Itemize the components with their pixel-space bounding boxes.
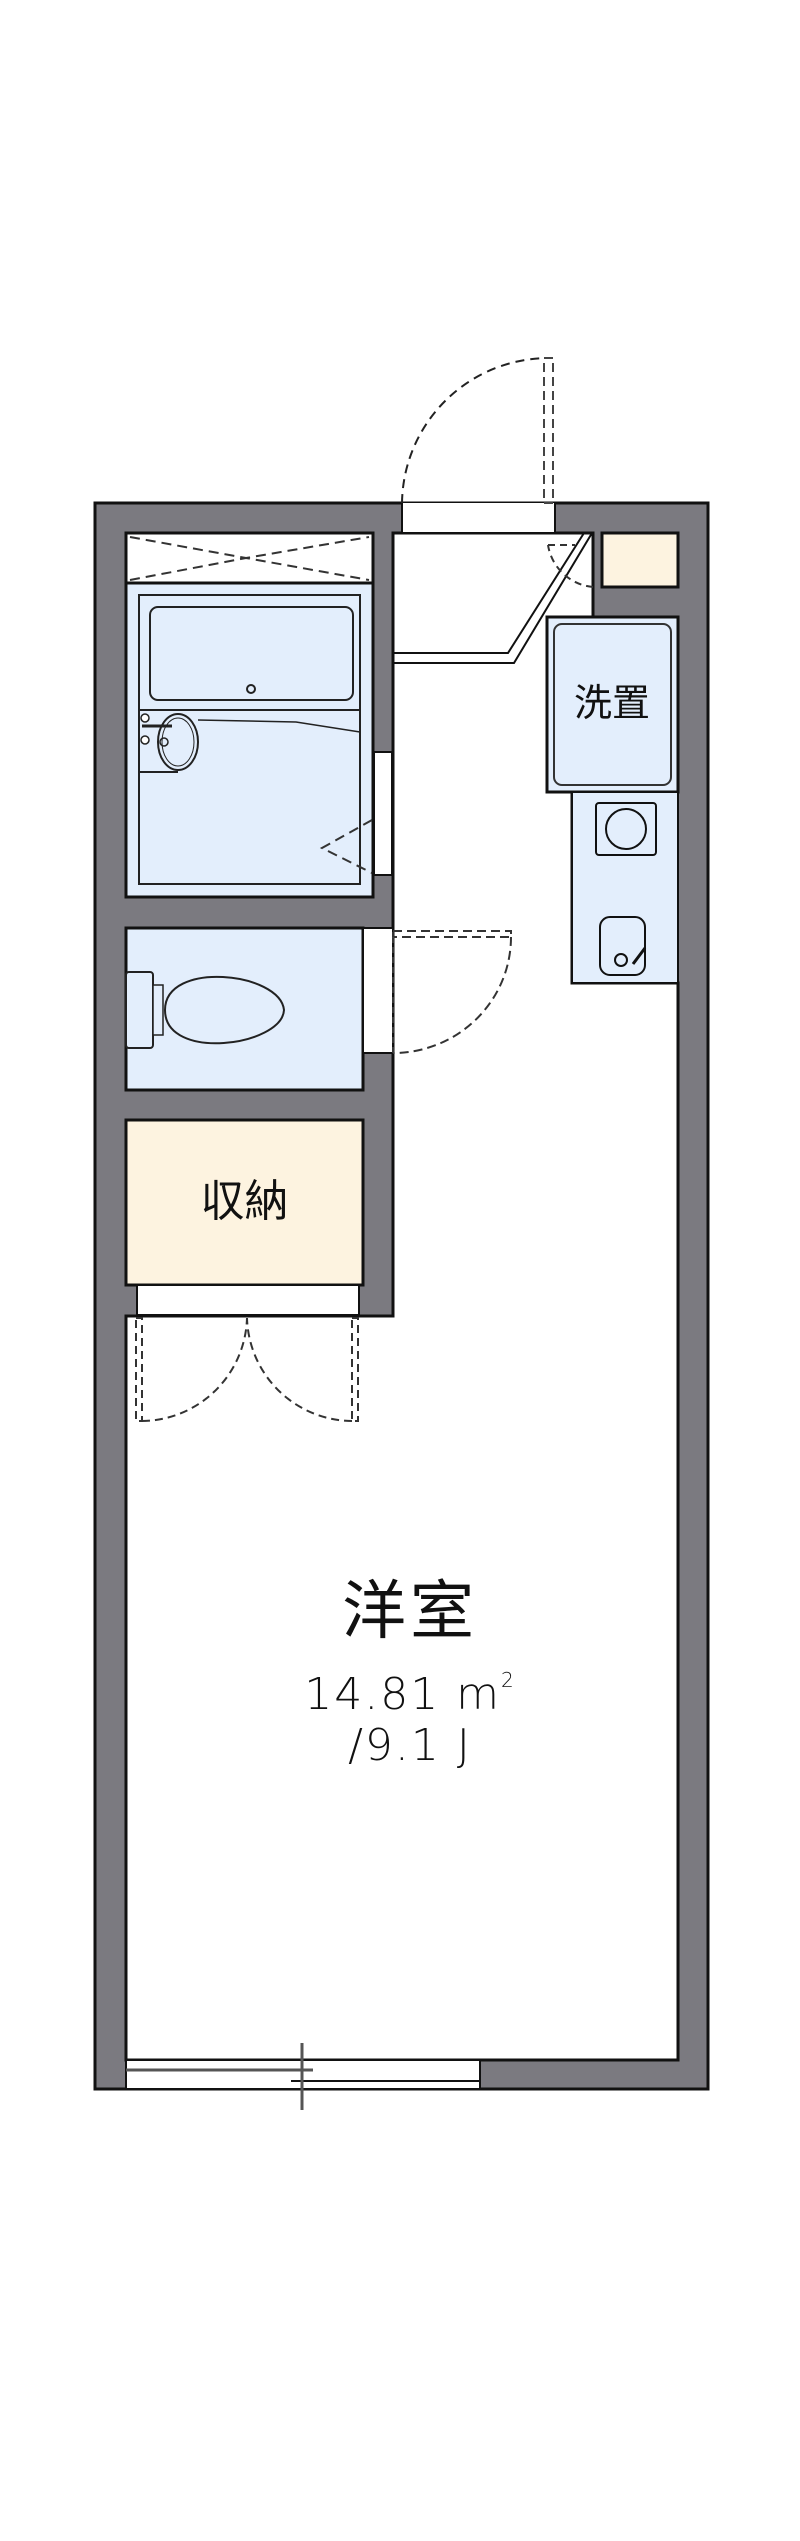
western-room-area-sqm: 14.81 m2 bbox=[250, 1670, 570, 1717]
closet-double-door bbox=[135, 1317, 359, 1422]
toilet-room bbox=[124, 926, 365, 1092]
western-room-label: 洋室 bbox=[342, 1575, 478, 1649]
area-superscript: 2 bbox=[501, 1668, 516, 1692]
washer-space-label: 洗置 bbox=[573, 681, 650, 725]
washbasin-icon bbox=[157, 713, 199, 771]
toilet-icon bbox=[163, 975, 286, 1045]
storage-label: 収納 bbox=[200, 1176, 289, 1227]
entrance-door bbox=[401, 357, 556, 534]
bathroom-door bbox=[373, 751, 393, 876]
bathtub-icon bbox=[149, 606, 354, 701]
toilet-door bbox=[362, 927, 512, 1054]
bathroom bbox=[124, 531, 375, 899]
area-sqm-text: 14.81 m bbox=[304, 1669, 502, 1720]
storage-closet bbox=[124, 1118, 365, 1316]
shoe-cabinet bbox=[547, 531, 680, 589]
kitchen-counter bbox=[571, 791, 679, 984]
sliding-window bbox=[125, 2043, 481, 2110]
western-room-area-jo: /9.1 J bbox=[348, 1720, 472, 1771]
